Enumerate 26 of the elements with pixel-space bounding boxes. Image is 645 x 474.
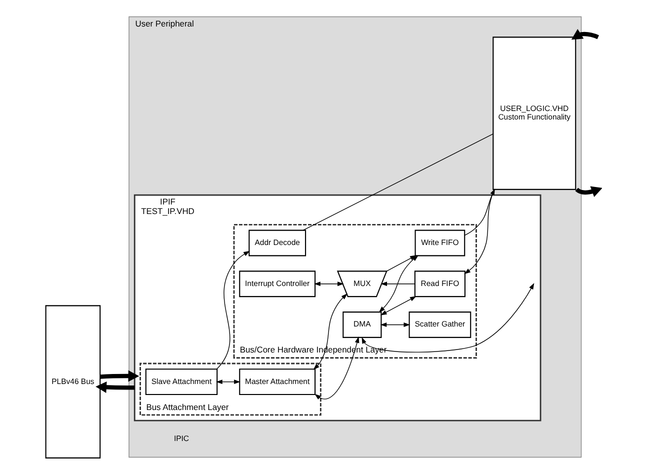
node-box: Interrupt Controller: [239, 270, 316, 298]
arrow: [216, 380, 240, 384]
arrow: [380, 282, 416, 286]
arrow: [314, 282, 344, 286]
arrow: [216, 250, 250, 370]
node-box: Addr Decode: [248, 230, 306, 256]
arrow: [362, 282, 534, 353]
node-box: Master Attachment: [239, 368, 316, 396]
arrow: [313, 293, 348, 370]
arrow: [464, 189, 494, 274]
arrow: [464, 188, 495, 236]
node-box: PLBv46 Bus: [45, 305, 101, 458]
node-box: USER_LOGIC.VHD Custom Functionality: [492, 36, 576, 190]
arrow: [314, 336, 360, 400]
node-box: DMA: [342, 312, 382, 338]
arrow: [96, 382, 135, 393]
arrow: [380, 296, 416, 316]
arrow: [380, 322, 410, 327]
node-box: Slave Attachment: [145, 368, 218, 396]
arrow: [571, 28, 599, 40]
node-box: Write FIFO: [414, 230, 466, 256]
node-box: Scatter Gather: [408, 312, 472, 338]
connector: [302, 134, 494, 231]
node-box: Read FIFO: [414, 270, 466, 298]
arrow: [100, 370, 140, 382]
label: IPIC: [174, 434, 190, 443]
